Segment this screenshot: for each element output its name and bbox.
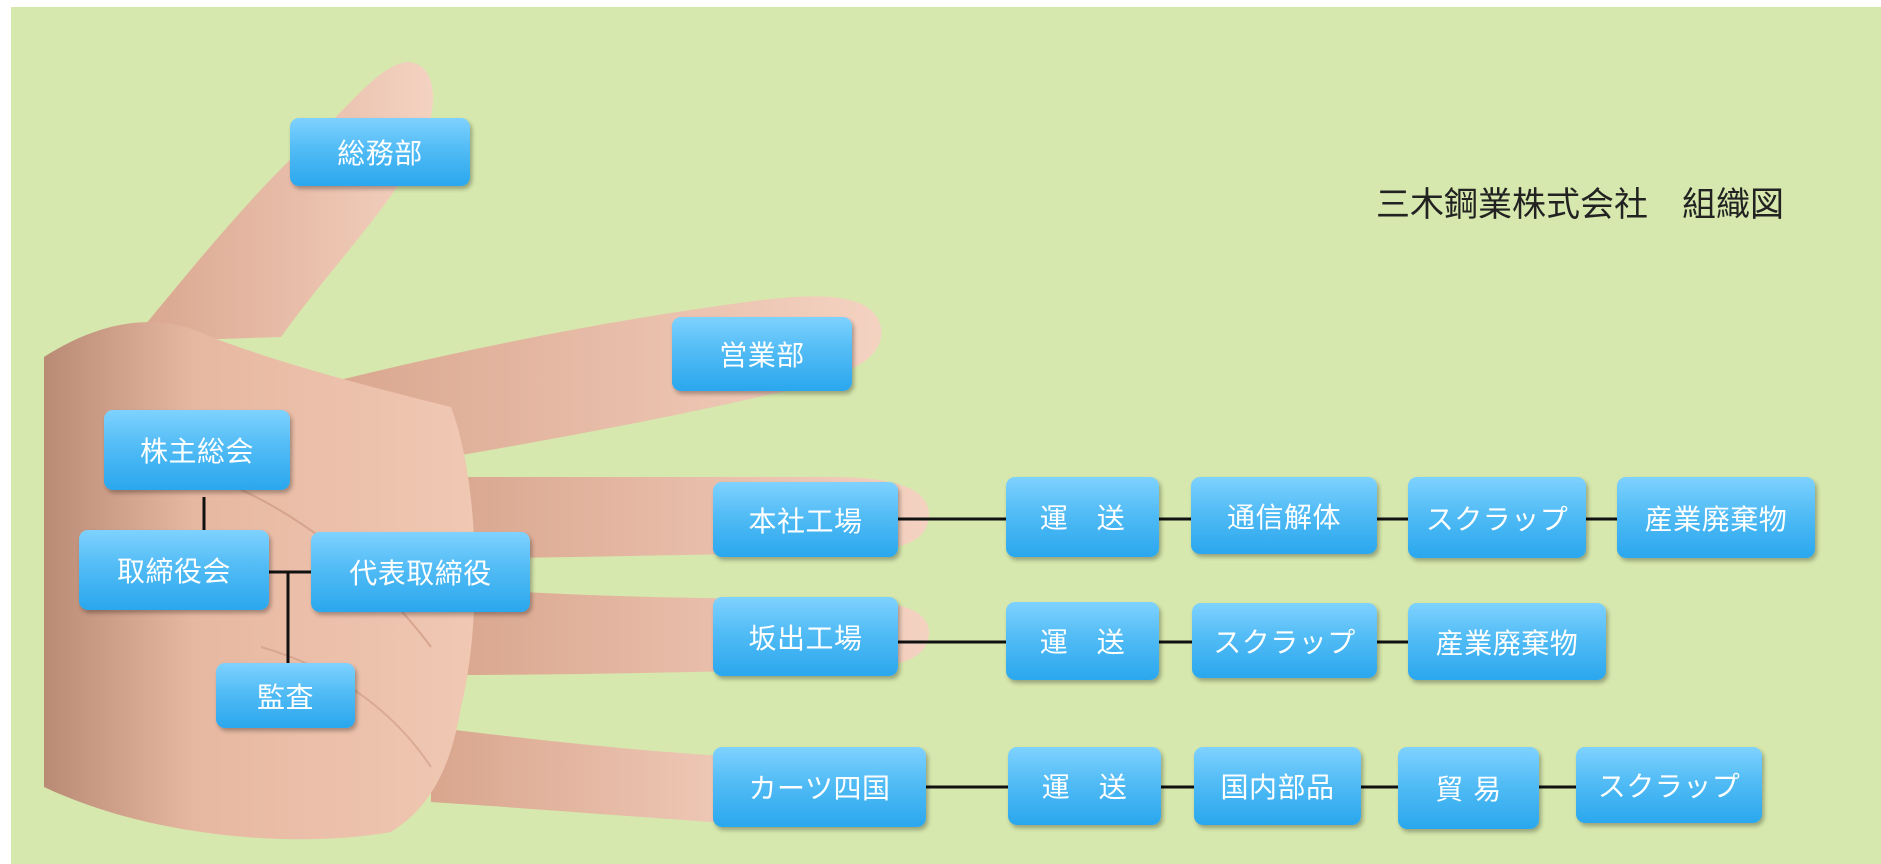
connector-lines [202, 497, 1617, 789]
row3-item: 運 送 [1008, 747, 1161, 825]
row1-item: スクラップ [1408, 477, 1586, 558]
row1-head: 本社工場 [713, 482, 898, 557]
row1-item: 通信解体 [1191, 477, 1377, 554]
box-general-affairs: 総務部 [290, 118, 470, 186]
box-representative-director: 代表取締役 [311, 532, 530, 612]
row2-item: 産業廃棄物 [1408, 603, 1606, 680]
palm-crease [260, 646, 432, 768]
row2-item: スクラップ [1192, 603, 1377, 678]
row3-item: 貿 易 [1398, 747, 1539, 829]
row3-item: 国内部品 [1194, 747, 1361, 825]
org-chart-canvas: 三木鋼業株式会社 組織図 総務部 営業部 株主総会 取締役会 代表取締役 監査 … [11, 7, 1881, 864]
row2-item: 運 送 [1006, 602, 1159, 680]
box-shareholders-meeting: 株主総会 [104, 410, 290, 490]
little-finger-shape [431, 727, 804, 823]
box-audit: 監査 [216, 663, 355, 728]
row1-item: 産業廃棄物 [1617, 477, 1815, 558]
row1-item: 運 送 [1006, 477, 1159, 557]
row3-item: スクラップ [1576, 747, 1762, 823]
chart-title: 三木鋼業株式会社 組織図 [1376, 185, 1784, 225]
row2-head: 坂出工場 [713, 597, 898, 676]
box-sales: 営業部 [672, 317, 852, 391]
box-board-of-directors: 取締役会 [79, 530, 269, 610]
row3-head: カーツ四国 [713, 747, 926, 827]
